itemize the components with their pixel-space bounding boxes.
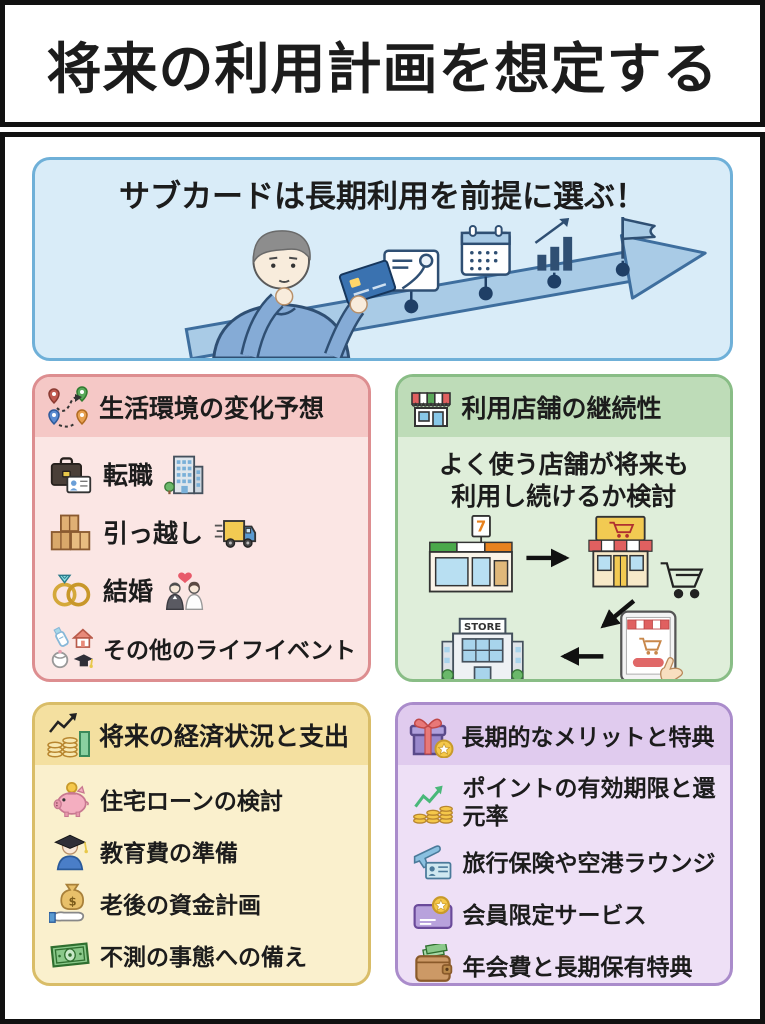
content-area: サブカードは長期利用を前提に選ぶ！ <box>0 132 765 1024</box>
department-store-sign-text: STORE <box>464 622 501 633</box>
card-merits-body: ポイントの有効期限と還元率 <box>398 765 731 983</box>
piggy-bank-icon <box>49 778 91 820</box>
money-bag-hand-icon: $ <box>49 882 91 924</box>
points-growth-coins-icon <box>412 783 454 825</box>
card-economy-header: 将来の経済状況と支出 <box>35 705 368 765</box>
card-economy: 将来の経済状況と支出 <box>32 702 371 986</box>
item-label: 転職 <box>103 461 154 490</box>
list-item: 不測の事態への備え <box>45 929 358 981</box>
supermarket-icon <box>588 515 653 588</box>
list-item: 教育費の準備 <box>45 825 358 877</box>
list-item: ポイントの有効期限と還元率 <box>408 773 721 835</box>
card-life-title: 生活環境の変化予想 <box>99 394 325 423</box>
category-grid: 生活環境の変化予想 <box>32 374 733 986</box>
list-item: 住宅ローンの検討 <box>45 773 358 825</box>
thinking-man-illustration <box>212 230 397 358</box>
wedding-rings-icon <box>49 568 93 612</box>
list-item: 引っ越し <box>45 503 358 561</box>
graduate-icon <box>49 830 91 872</box>
banknote-icon <box>49 934 91 976</box>
list-item: その他のライフイベント <box>45 619 358 677</box>
department-store-icon: STORE <box>441 617 524 679</box>
list-item: 会員限定サービス <box>408 887 721 939</box>
card-economy-title: 将来の経済状況と支出 <box>99 722 350 751</box>
item-label: ポイントの有効期限と還元率 <box>462 776 716 830</box>
card-stores-body: よく使う店舗が将来も 利用し続けるか検討 <box>398 437 731 679</box>
item-label: 教育費の準備 <box>100 841 238 867</box>
office-building-icon <box>163 452 207 496</box>
flow-arrow-diagonal-icon <box>600 599 635 629</box>
hero-headline: サブカードは長期利用を前提に選ぶ！ <box>119 179 646 215</box>
card-merits-header: 長期的なメリットと特典 <box>397 705 730 765</box>
item-label: 年会費と長期保有特典 <box>462 955 693 981</box>
airplane-passport-icon <box>412 840 454 882</box>
hero-banner: サブカードは長期利用を前提に選ぶ！ <box>32 157 733 361</box>
route-pins-icon <box>45 384 91 430</box>
item-label: 引っ越し <box>103 519 204 548</box>
store-flow-diagram: 7 <box>428 515 704 679</box>
item-label: 結婚 <box>103 577 154 606</box>
item-label: 老後の資金計画 <box>100 893 261 919</box>
list-item: $ 老後の資金計画 <box>45 877 358 929</box>
page-title-box: 将来の利用計画を想定する <box>0 0 765 127</box>
goal-flag-icon <box>621 217 656 259</box>
convenience-store-icon: 7 <box>428 515 513 593</box>
card-merits-title: 長期的なメリットと特典 <box>461 725 715 751</box>
storefront-icon <box>408 384 454 430</box>
item-label: その他のライフイベント <box>103 638 356 664</box>
growth-chart-icon <box>534 218 573 271</box>
card-stores-title: 利用店舗の継続性 <box>461 394 662 423</box>
item-label: 旅行保険や空港ラウンジ <box>462 851 716 877</box>
gift-box-icon <box>408 712 454 758</box>
page-title: 将来の利用計画を想定する <box>46 36 719 101</box>
delivery-truck-icon <box>213 510 257 554</box>
life-events-cluster-icon <box>49 626 93 670</box>
item-label: 会員限定サービス <box>462 903 647 929</box>
future-plan-illustration <box>184 217 707 358</box>
shopping-cart-icon <box>660 562 704 599</box>
moving-boxes-icon <box>49 510 93 554</box>
profile-card-icon <box>383 249 440 292</box>
member-card-icon <box>412 892 454 934</box>
credit-card-icon <box>338 259 397 305</box>
coins-growth-icon <box>45 712 91 758</box>
list-item: 年会費と長期保有特典 <box>408 939 721 983</box>
card-life-changes: 生活環境の変化予想 <box>32 374 371 682</box>
card-store-continuity: 利用店舗の継続性 よく使う店舗が将来も 利用し続けるか検討 <box>394 374 733 682</box>
briefcase-id-card-icon <box>49 452 93 496</box>
wallet-icon <box>412 944 454 983</box>
list-item: 旅行保険や空港ラウンジ <box>408 835 721 887</box>
card-economy-body: 住宅ローンの検討 教育費の準備 <box>35 765 368 983</box>
item-label: 住宅ローンの検討 <box>100 789 283 815</box>
card-stores-header: 利用店舗の継続性 <box>397 377 730 437</box>
list-item: 結婚 <box>45 561 358 619</box>
item-label: 不測の事態への備え <box>100 945 307 971</box>
convenience-store-sign-text: 7 <box>476 518 486 535</box>
online-shopping-tablet-icon <box>619 610 683 679</box>
card-merits: 長期的なメリットと特典 <box>394 702 733 986</box>
stores-description-line2: 利用し続けるか検討 <box>451 482 677 511</box>
card-life-header: 生活環境の変化予想 <box>35 377 368 437</box>
stores-description-line1: よく使う店舗が将来も <box>438 450 689 479</box>
calendar-icon <box>460 224 511 276</box>
card-life-body: 転職 <box>35 437 368 679</box>
list-item: 転職 <box>45 445 358 503</box>
svg-text:$: $ <box>69 895 77 909</box>
bride-and-groom-icon <box>163 568 207 612</box>
